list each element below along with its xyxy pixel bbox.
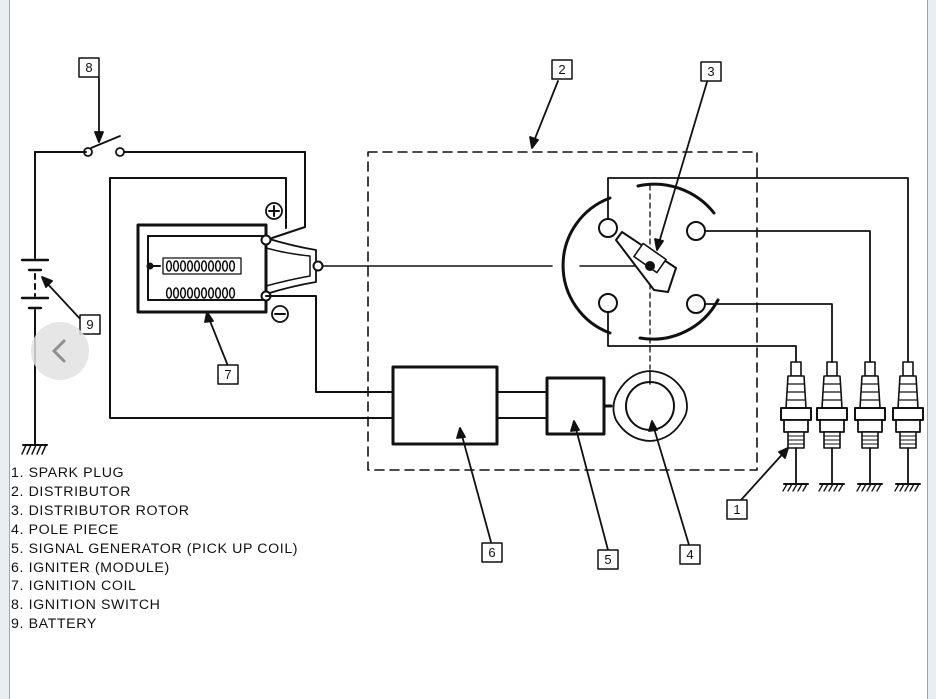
callout-4: 4 [686,547,693,562]
legend-item: 4. POLE PIECE [11,521,119,538]
distributor-housing-outline [367,151,758,471]
viewer-frame-right [927,0,936,699]
callouts: 1 2 3 4 5 6 7 8 9 [78,57,748,570]
spark-plug-leads [607,177,909,363]
previous-image-button[interactable] [31,322,89,380]
spark-plug [780,361,812,492]
spark-plug [854,361,886,492]
igniter-module [391,365,499,446]
legend-item: 5. SIGNAL GENERATOR (PICK UP COIL) [11,540,299,557]
callout-7: 7 [224,367,231,382]
callout-8: 8 [85,60,92,75]
spark-plug [892,361,924,492]
distributor-rotor [615,231,677,293]
distributor-cap [561,182,720,370]
legend-item: 1. SPARK PLUG [11,465,125,481]
callout-2: 2 [558,62,565,77]
legend-item: 8. IGNITION SWITCH [11,597,161,614]
coil-terminal-markers: ⊕ ⊖ [265,202,289,323]
callout-9: 9 [86,317,93,332]
legend-item: 7. IGNITION COIL [11,578,137,595]
callout-5: 5 [604,552,611,567]
callout-3: 3 [707,64,714,79]
ignition-coil [136,223,324,314]
viewer-frame-left [0,0,10,699]
chevron-left-icon [52,339,66,363]
legend-item: 3. DISTRIBUTOR ROTOR [11,502,190,519]
coil-negative-wire [265,295,394,393]
coil-feed-wire [109,177,394,419]
legend-item: 6. IGNITER (MODULE) [11,559,170,576]
callout-1: 1 [733,502,740,517]
legend-item: 2. DISTRIBUTOR [11,483,132,500]
legend: 1. SPARK PLUG 2. DISTRIBUTOR 3. DISTRIBU… [11,464,298,634]
switch-battery-circuit [20,135,306,455]
callout-6: 6 [488,545,495,560]
leader-arrows [41,77,789,551]
spark-plug [816,361,848,492]
legend-item: 9. BATTERY [11,616,97,633]
